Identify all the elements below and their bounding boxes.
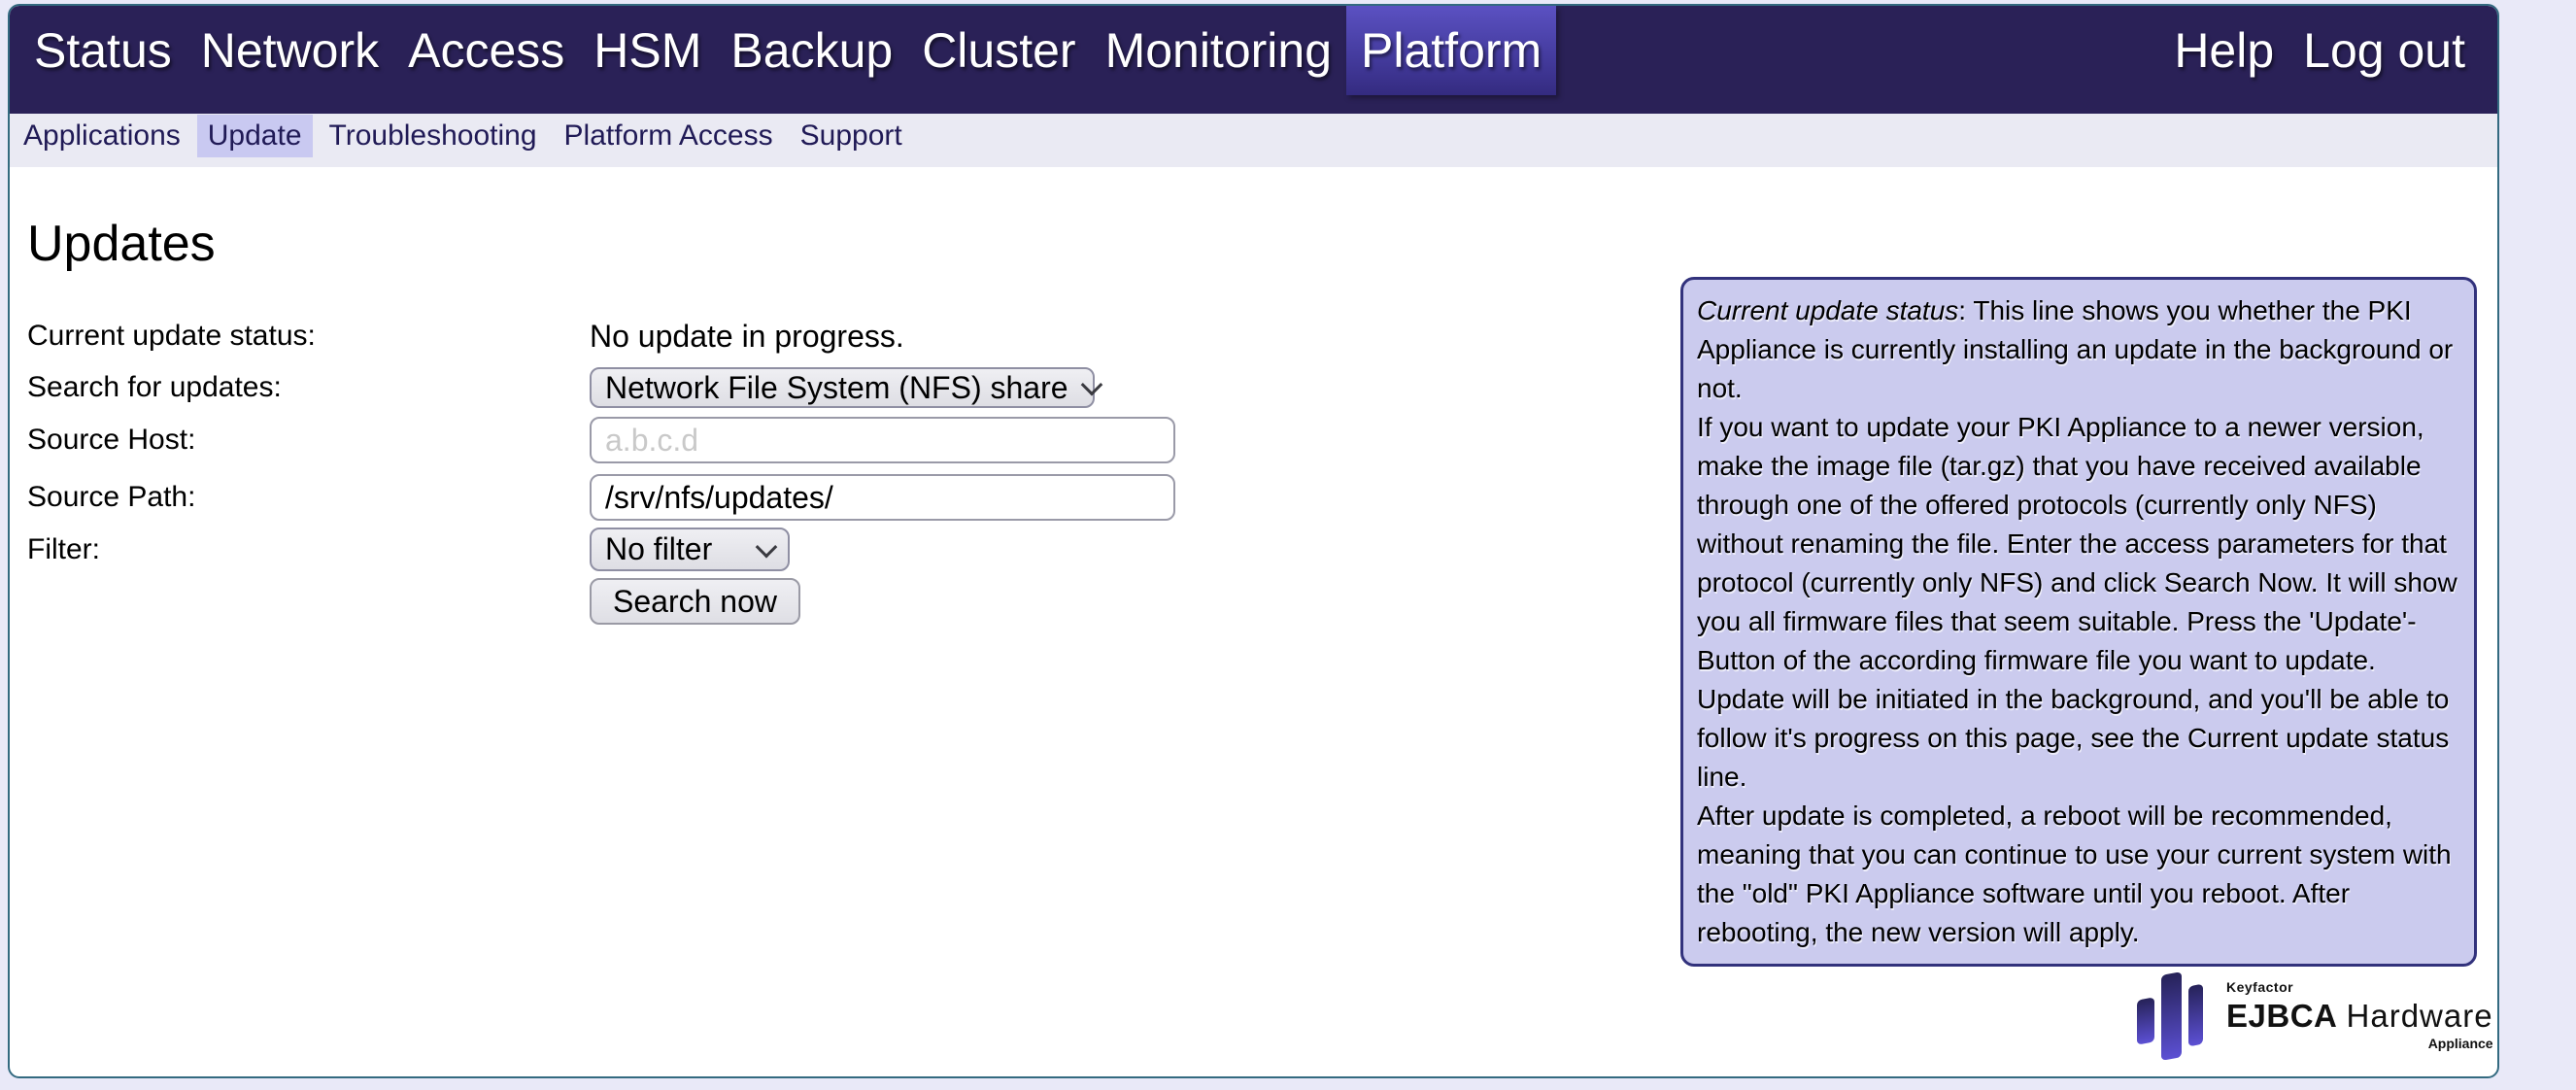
tab-support[interactable]: Support: [799, 119, 902, 152]
top-navigation: Status Network Access HSM Backup Cluster…: [10, 6, 2497, 114]
nav-item-monitoring[interactable]: Monitoring: [1104, 23, 1333, 78]
keyfactor-bars-icon: [2137, 971, 2203, 1065]
nav-item-platform-active[interactable]: Platform: [1346, 6, 1557, 95]
filter-label: Filter:: [27, 532, 100, 565]
logo-ejbca-label: EJBCA: [2226, 998, 2338, 1034]
top-nav-left: Status Network Access HSM Backup Cluster…: [10, 6, 1557, 95]
logo-brand-line: EJBCA Hardware: [2226, 997, 2493, 1036]
update-protocol-select[interactable]: Network File System (NFS) share: [590, 367, 1102, 408]
search-now-button[interactable]: Search now: [590, 578, 800, 625]
search-for-updates-row: Search for updates: Network File System …: [27, 367, 1102, 408]
tab-troubleshooting[interactable]: Troubleshooting: [328, 119, 537, 152]
update-help-box: Current update status: This line shows y…: [1680, 277, 2477, 967]
platform-tab-bar: Applications Update Troubleshooting Plat…: [10, 114, 2497, 167]
help-paragraph-howto: If you want to update your PKI Appliance…: [1697, 412, 2457, 792]
nav-item-network[interactable]: Network: [200, 23, 380, 78]
source-path-row: Source Path:: [27, 474, 1175, 521]
chevron-down-icon: [755, 535, 778, 558]
logo-hardware-label: Hardware: [2346, 998, 2493, 1034]
source-path-input[interactable]: [590, 474, 1175, 521]
help-paragraph-status: Current update status: This line shows y…: [1697, 291, 2460, 408]
status-value: No update in progress.: [590, 318, 904, 354]
source-host-input[interactable]: [590, 417, 1175, 463]
tab-applications[interactable]: Applications: [23, 119, 181, 152]
search-now-row: Search now: [27, 578, 800, 625]
page-title: Updates: [27, 216, 216, 272]
tab-update-active[interactable]: Update: [196, 115, 313, 157]
filter-select[interactable]: No filter: [590, 528, 790, 571]
tab-platform-access[interactable]: Platform Access: [563, 119, 773, 152]
nav-item-backup[interactable]: Backup: [730, 23, 894, 78]
nav-item-status[interactable]: Status: [34, 23, 172, 78]
page-frame: Status Network Access HSM Backup Cluster…: [8, 4, 2499, 1078]
nav-item-cluster[interactable]: Cluster: [922, 23, 1076, 78]
chevron-down-icon: [1080, 373, 1102, 396]
top-nav-right: Help Log out: [2159, 6, 2497, 95]
source-path-label: Source Path:: [27, 481, 196, 513]
search-for-updates-label: Search for updates:: [27, 371, 282, 403]
logo-keyfactor-label: Keyfactor: [2226, 979, 2294, 995]
status-row: Current update status: No update in prog…: [27, 319, 904, 354]
filter-row: Filter: No filter: [27, 528, 790, 571]
update-protocol-select-value: Network File System (NFS) share: [605, 369, 1068, 405]
keyfactor-ejbca-logo: Keyfactor EJBCA Hardware Appliance: [2137, 971, 2493, 1065]
help-status-rest: : This line shows you whether the PKI Ap…: [1697, 295, 2454, 403]
filter-select-value: No filter: [605, 531, 713, 566]
status-label: Current update status:: [27, 320, 316, 352]
source-host-row: Source Host:: [27, 417, 1175, 463]
nav-item-help[interactable]: Help: [2174, 23, 2275, 78]
nav-item-access[interactable]: Access: [408, 23, 565, 78]
nav-item-hsm[interactable]: HSM: [593, 23, 702, 78]
source-host-label: Source Host:: [27, 424, 196, 456]
help-paragraph-reboot: After update is completed, a reboot will…: [1697, 800, 2452, 947]
help-status-term: Current update status: [1697, 295, 1959, 325]
nav-item-logout[interactable]: Log out: [2303, 23, 2465, 78]
logo-appliance-label: Appliance: [2427, 1036, 2493, 1051]
logo-text: Keyfactor EJBCA Hardware Appliance: [2226, 971, 2493, 1051]
